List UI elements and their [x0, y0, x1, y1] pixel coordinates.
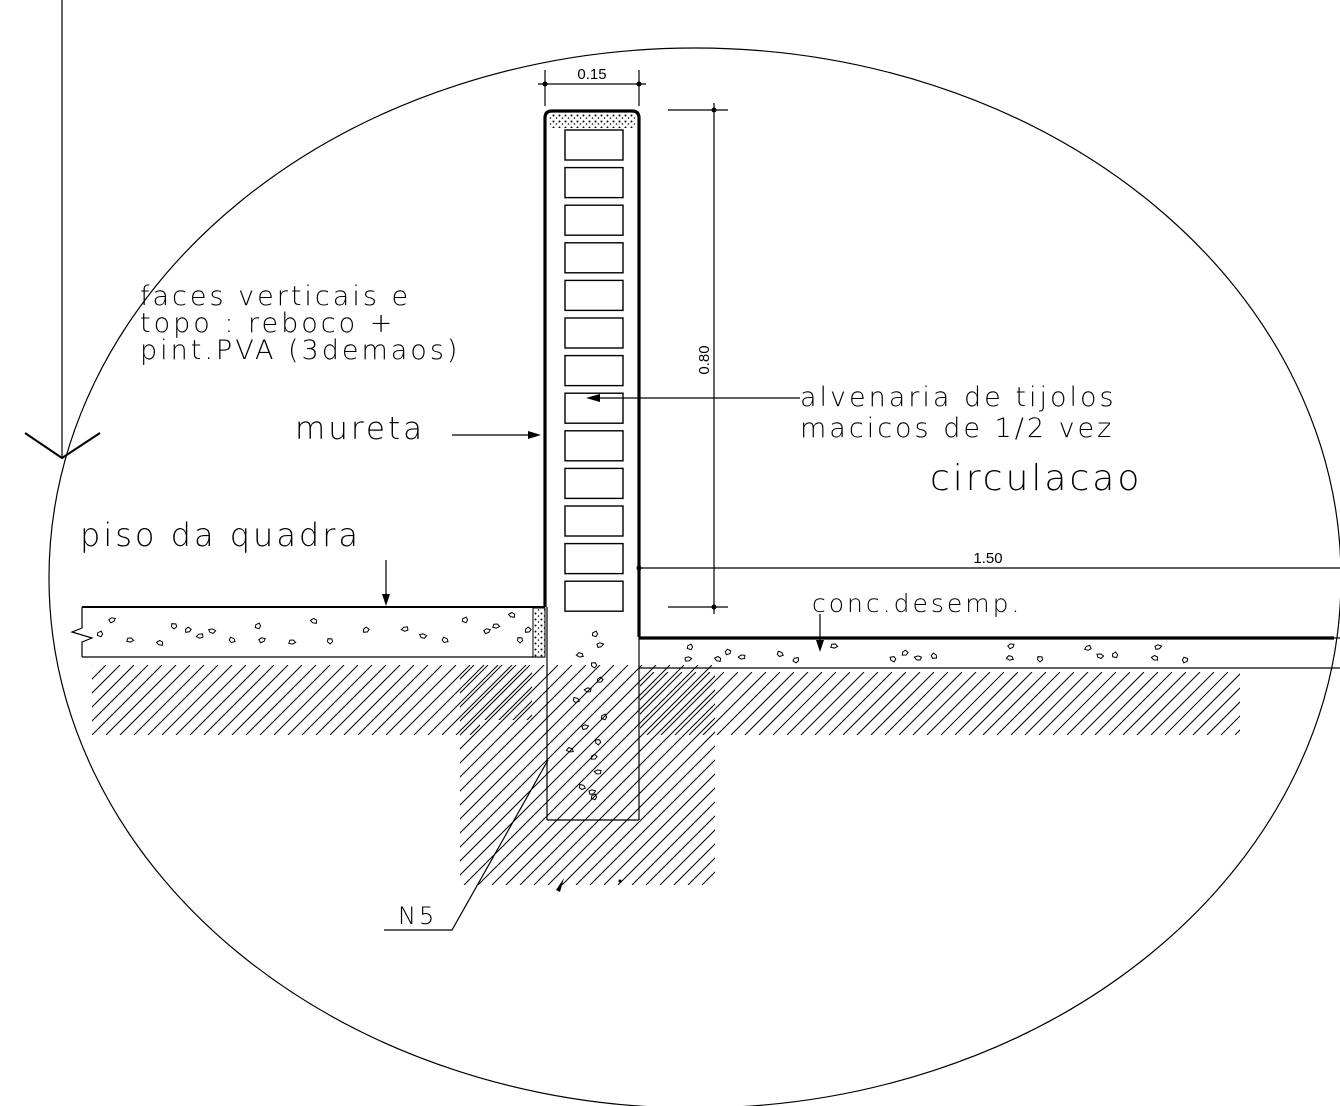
- aggregate-footing: [565, 630, 608, 801]
- soil-hatch-footing: [460, 665, 715, 885]
- level-mark-label: N5: [398, 902, 437, 930]
- sidewalk-slab: [639, 636, 1340, 669]
- brick: [564, 317, 624, 349]
- soil-hatch-right: [640, 672, 1240, 735]
- section-arrowhead: [24, 432, 101, 460]
- aggregate-sidewalk: [684, 643, 1189, 664]
- court-floor-slab: [70, 606, 546, 658]
- brick: [564, 129, 624, 161]
- soil-hatch-left: [92, 665, 532, 735]
- wall-label: mureta: [295, 411, 425, 447]
- brick: [564, 467, 624, 500]
- foundation-footing: [546, 607, 640, 821]
- finish-note-line-2: topo : reboco +: [140, 308, 395, 339]
- dim-wall-height-label: 0.80: [696, 345, 713, 374]
- wall-mureta: [543, 109, 641, 637]
- finish-note-line-1: faces verticais e: [140, 281, 411, 312]
- brick: [564, 430, 624, 462]
- brick: [564, 204, 624, 236]
- dim-wall-thickness: [538, 70, 646, 106]
- brick: [564, 505, 624, 537]
- finish-note: faces verticais e topo : reboco + pint.P…: [140, 281, 460, 366]
- dim-sidewalk-width-label: 1.50: [973, 550, 1002, 567]
- brick: [564, 279, 624, 312]
- dim-wall-thickness-label: 0.15: [577, 66, 606, 83]
- circulation-label: circulacao: [930, 458, 1142, 499]
- dim-wall-height: [668, 103, 728, 614]
- brick: [564, 242, 624, 274]
- sidewalk-concrete-label: conc.desemp.: [812, 589, 1022, 618]
- court-floor-label: piso da quadra: [80, 516, 361, 554]
- masonry-label-line-1: alvenaria de tijolos: [800, 382, 1117, 413]
- brick: [564, 580, 624, 612]
- finish-note-line-3: pint.PVA (3demaos): [140, 335, 460, 366]
- masonry-label-line-2: macicos de 1/2 vez: [800, 413, 1114, 444]
- brick: [564, 542, 624, 575]
- brick: [564, 392, 624, 424]
- aggregate-court-floor: [96, 611, 532, 646]
- detail-circle: [48, 47, 1340, 1106]
- brick: [564, 166, 624, 199]
- brick: [564, 354, 624, 387]
- brick-courses: [564, 129, 624, 612]
- level-mark-leader: [384, 759, 549, 931]
